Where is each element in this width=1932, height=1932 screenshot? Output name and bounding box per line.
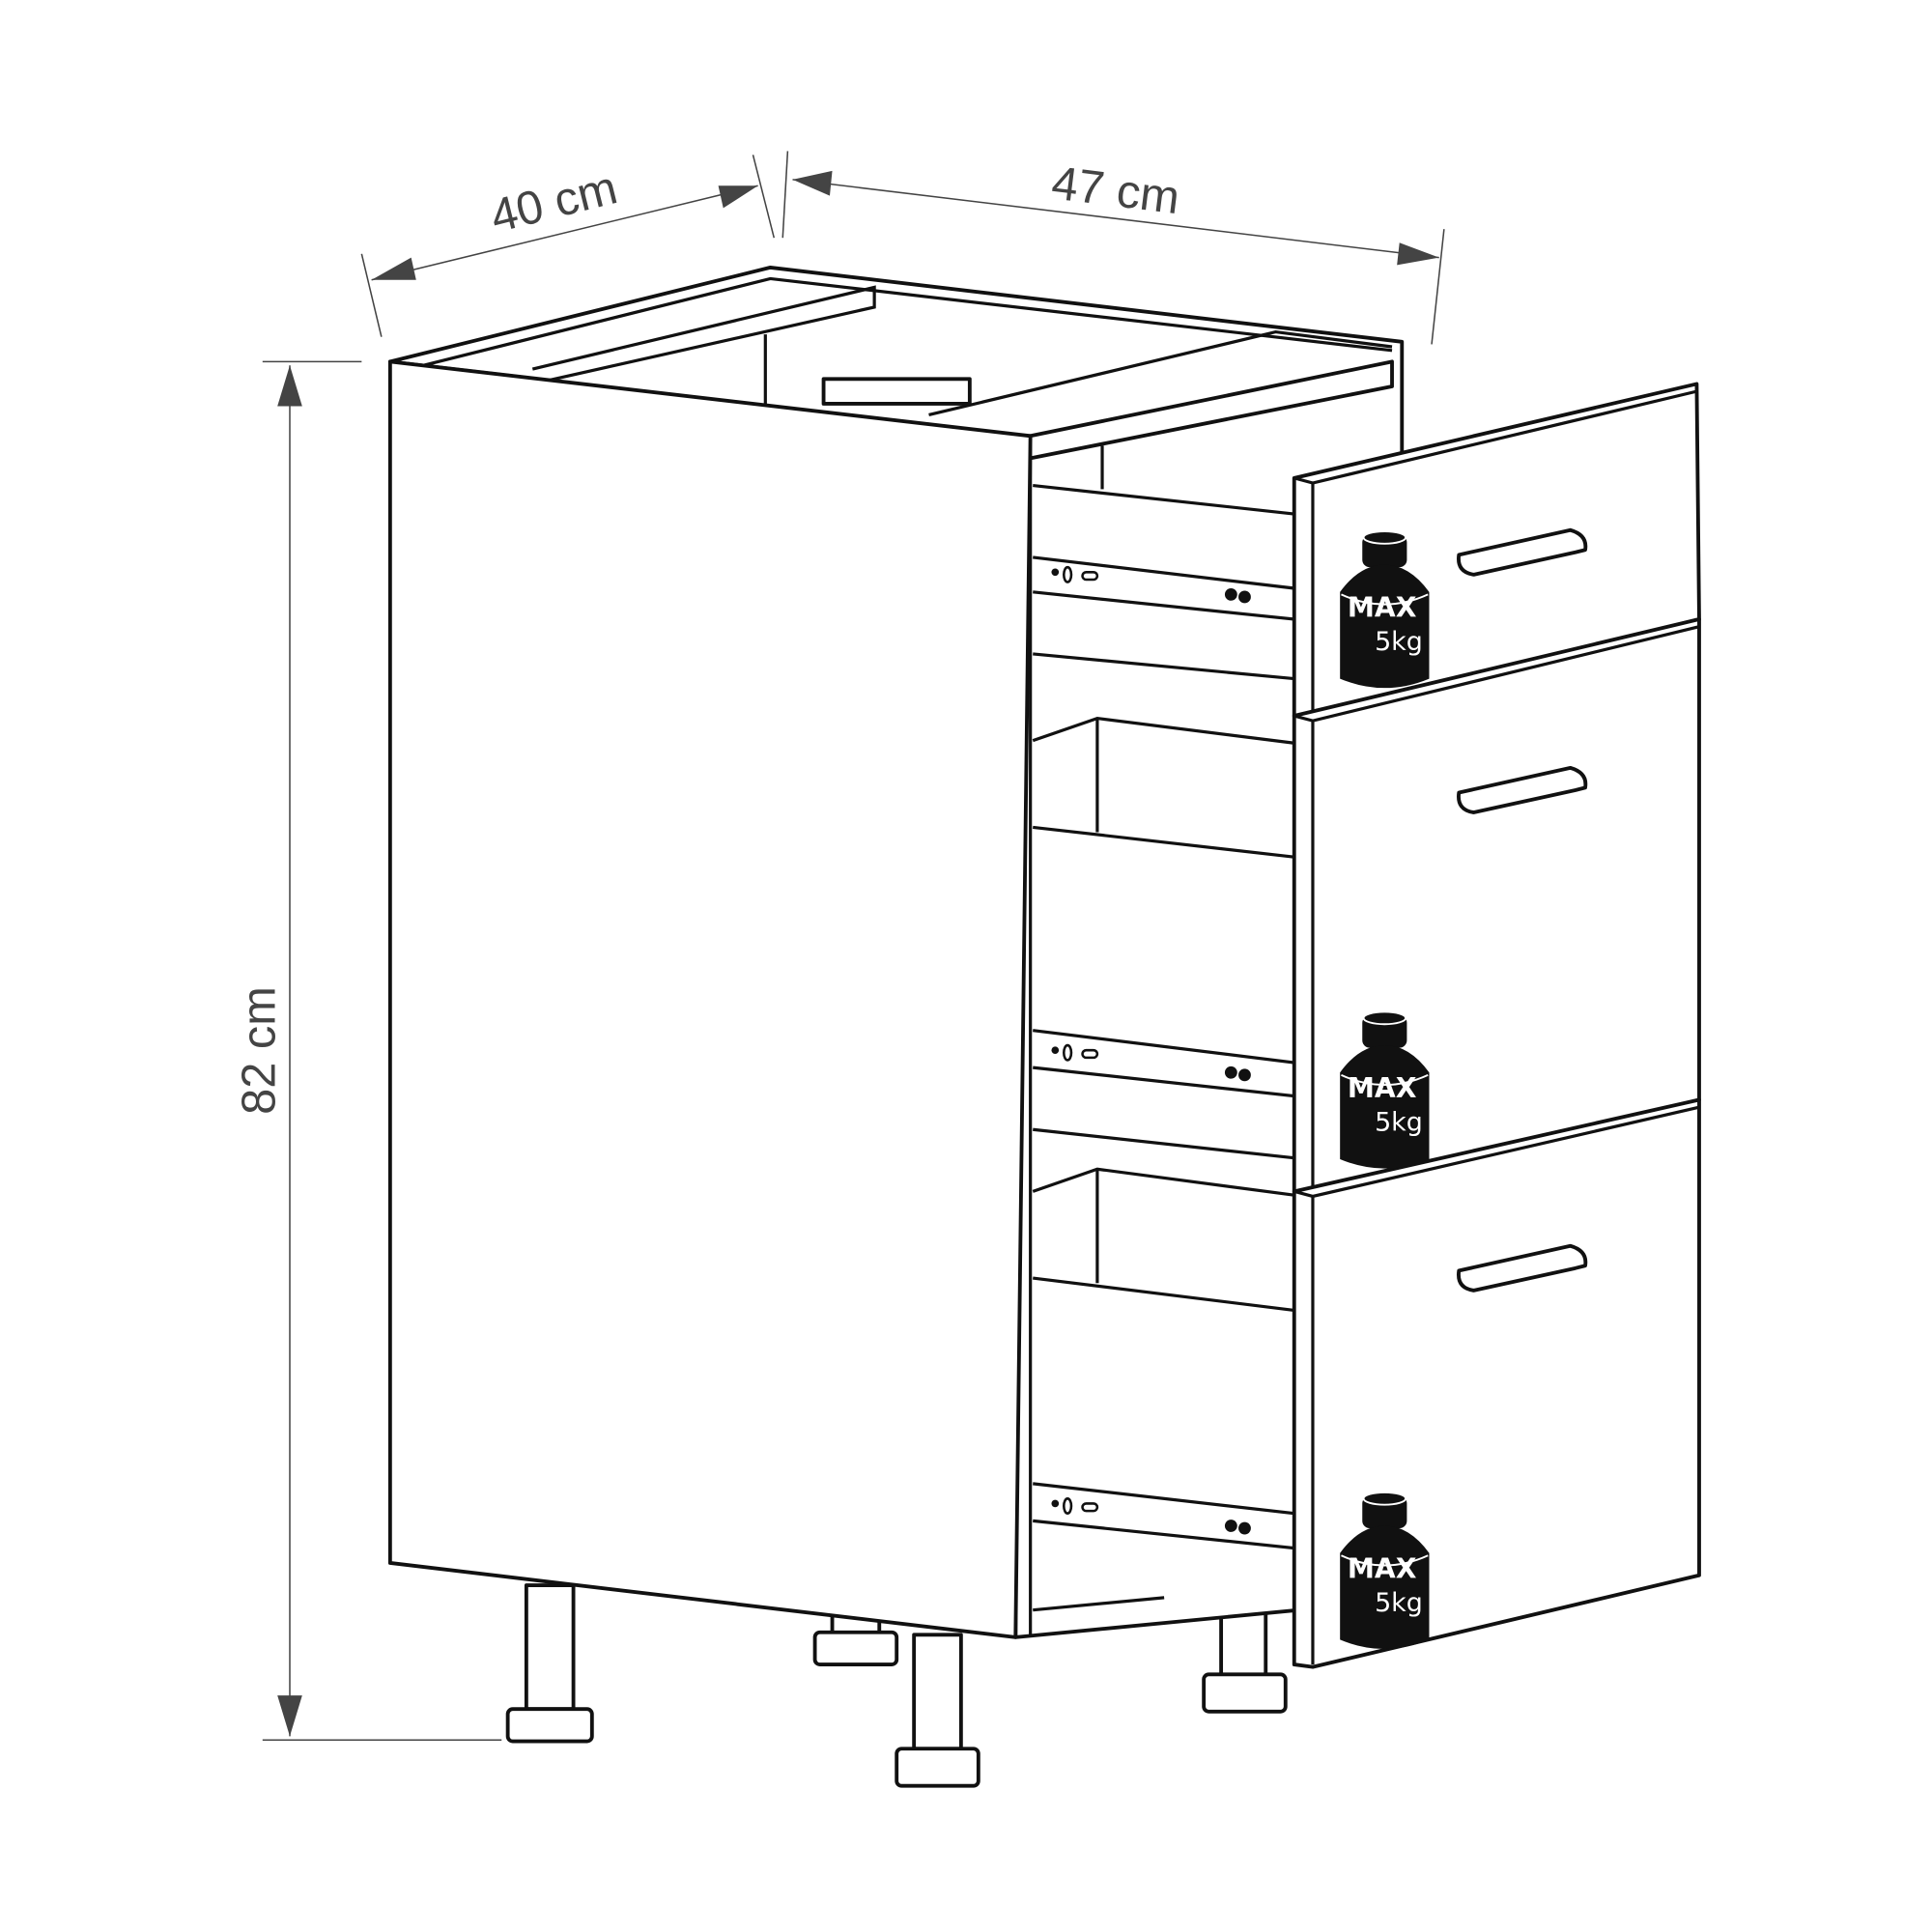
leg-front-right xyxy=(895,1633,980,1788)
mounting-bracket xyxy=(821,377,972,406)
max-label: MAX xyxy=(1348,1072,1417,1104)
drawer-boxes xyxy=(1032,483,1296,1612)
max-label: MAX xyxy=(1348,1552,1417,1584)
depth-label: 47 cm xyxy=(1049,156,1182,224)
leg-back-right xyxy=(1202,1602,1288,1714)
max-weight-icon: MAX 5kg xyxy=(1340,1491,1430,1650)
legs xyxy=(505,1583,1288,1788)
max-label: MAX xyxy=(1348,591,1417,623)
drawer-handle[interactable] xyxy=(1457,527,1588,577)
load-label: 5kg xyxy=(1375,627,1423,657)
load-label: 5kg xyxy=(1375,1588,1423,1618)
load-label: 5kg xyxy=(1375,1108,1423,1138)
max-weight-icon: MAX 5kg xyxy=(1340,530,1430,689)
max-weight-icon: MAX 5kg xyxy=(1340,1010,1430,1169)
height-dimension: 82 cm xyxy=(234,360,502,1742)
drawer-handle[interactable] xyxy=(1457,765,1588,814)
width-label: 40 cm xyxy=(485,161,622,242)
drawer-handle[interactable] xyxy=(1457,1243,1588,1293)
height-label: 82 cm xyxy=(234,986,286,1115)
side-panel xyxy=(387,359,1033,1639)
leg-front-left xyxy=(505,1583,594,1744)
